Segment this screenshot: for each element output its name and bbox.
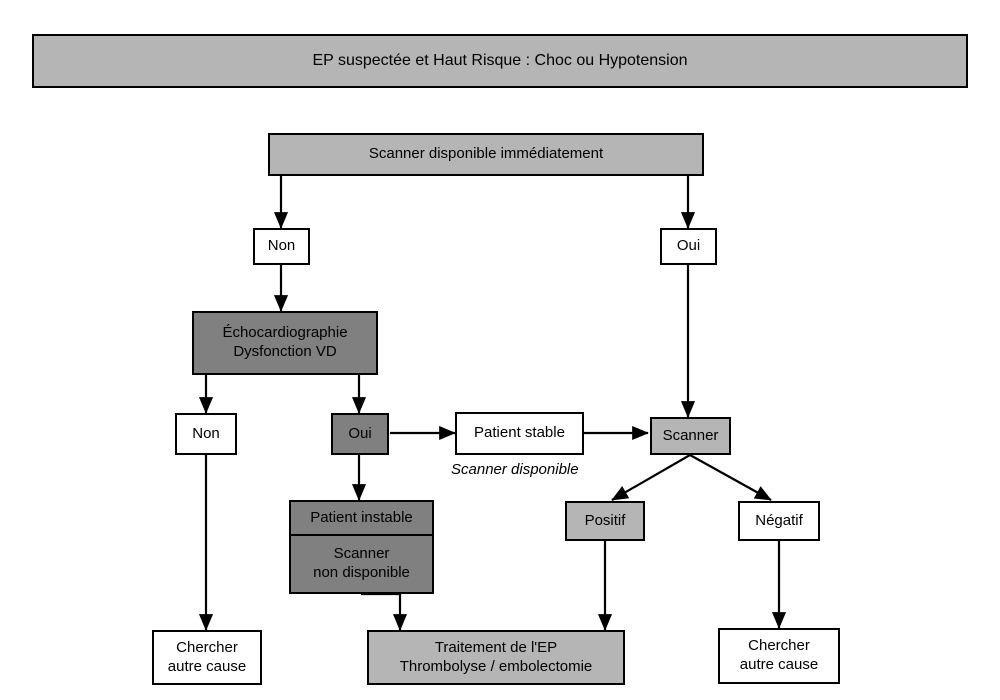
- node-scanner-non-disponible-line2: non disponible: [313, 564, 410, 581]
- node-chercher-autre-cause-right: Chercher autre cause: [718, 628, 840, 684]
- node-traitement-ep: Traitement de l'EP Thrombolyse / embolec…: [367, 630, 625, 685]
- node-chercher-autre-cause-right-line1: Chercher: [748, 637, 810, 655]
- node-traitement-ep-line1: Traitement de l'EP: [434, 638, 558, 656]
- node-branch-non-top: Non: [253, 228, 310, 265]
- node-scanner-non-disponible: Scanner non disponible: [291, 536, 432, 592]
- node-echocardiographie-line1: Échocardiographie: [222, 324, 348, 342]
- node-echo-non: Non: [175, 413, 237, 455]
- edge-scanner-to-negatif: [689, 454, 772, 501]
- title-banner: EP suspectée et Haut Risque : Choc ou Hy…: [32, 34, 968, 88]
- node-branch-oui-top: Oui: [660, 228, 717, 265]
- node-negatif-label: Négatif: [755, 511, 803, 529]
- node-positif: Positif: [565, 501, 645, 541]
- node-scanner: Scanner: [650, 417, 731, 455]
- node-chercher-autre-cause-left: Chercher autre cause: [152, 630, 262, 685]
- node-chercher-autre-cause-left-line2: autre cause: [167, 657, 247, 675]
- node-chercher-autre-cause-right-line2: autre cause: [739, 656, 819, 673]
- node-scanner-non-disponible-line1: Scanner: [333, 545, 390, 563]
- node-scanner-available: Scanner disponible immédiatement: [268, 133, 704, 176]
- node-scanner-available-label: Scanner disponible immédiatement: [368, 145, 604, 163]
- edge-scanner-nd-to-traitement: [361, 592, 408, 631]
- node-negatif: Négatif: [738, 501, 820, 541]
- node-echo-oui: Oui: [331, 413, 389, 455]
- node-echo-oui-label: Oui: [348, 424, 372, 442]
- node-branch-oui-top-label: Oui: [676, 237, 701, 255]
- node-patient-stable: Patient stable: [455, 412, 584, 455]
- node-patient-stable-label: Patient stable: [474, 424, 565, 442]
- node-echo-non-label: Non: [192, 424, 220, 442]
- node-traitement-ep-line2: Thrombolyse / embolectomie: [399, 657, 593, 675]
- node-echocardiographie: Échocardiographie Dysfonction VD: [192, 311, 378, 375]
- node-positif-label: Positif: [584, 511, 626, 529]
- node-scanner-label: Scanner: [662, 426, 719, 444]
- node-patient-instable-label: Patient instable: [310, 508, 413, 526]
- edge-scanner-to-positif: [611, 454, 691, 501]
- node-echocardiographie-line2: Dysfonction VD: [233, 343, 337, 360]
- edge-label-scanner-disponible: Scanner disponible: [451, 461, 579, 478]
- node-chercher-autre-cause-left-line1: Chercher: [176, 638, 238, 656]
- title-banner-label: EP suspectée et Haut Risque : Choc ou Hy…: [312, 52, 688, 69]
- node-patient-instable-group: Patient instable Scanner non disponible: [289, 500, 434, 594]
- edge-label-scanner-disponible-text: Scanner disponible: [451, 461, 579, 478]
- node-branch-non-top-label: Non: [267, 237, 296, 255]
- node-patient-instable: Patient instable: [291, 502, 432, 536]
